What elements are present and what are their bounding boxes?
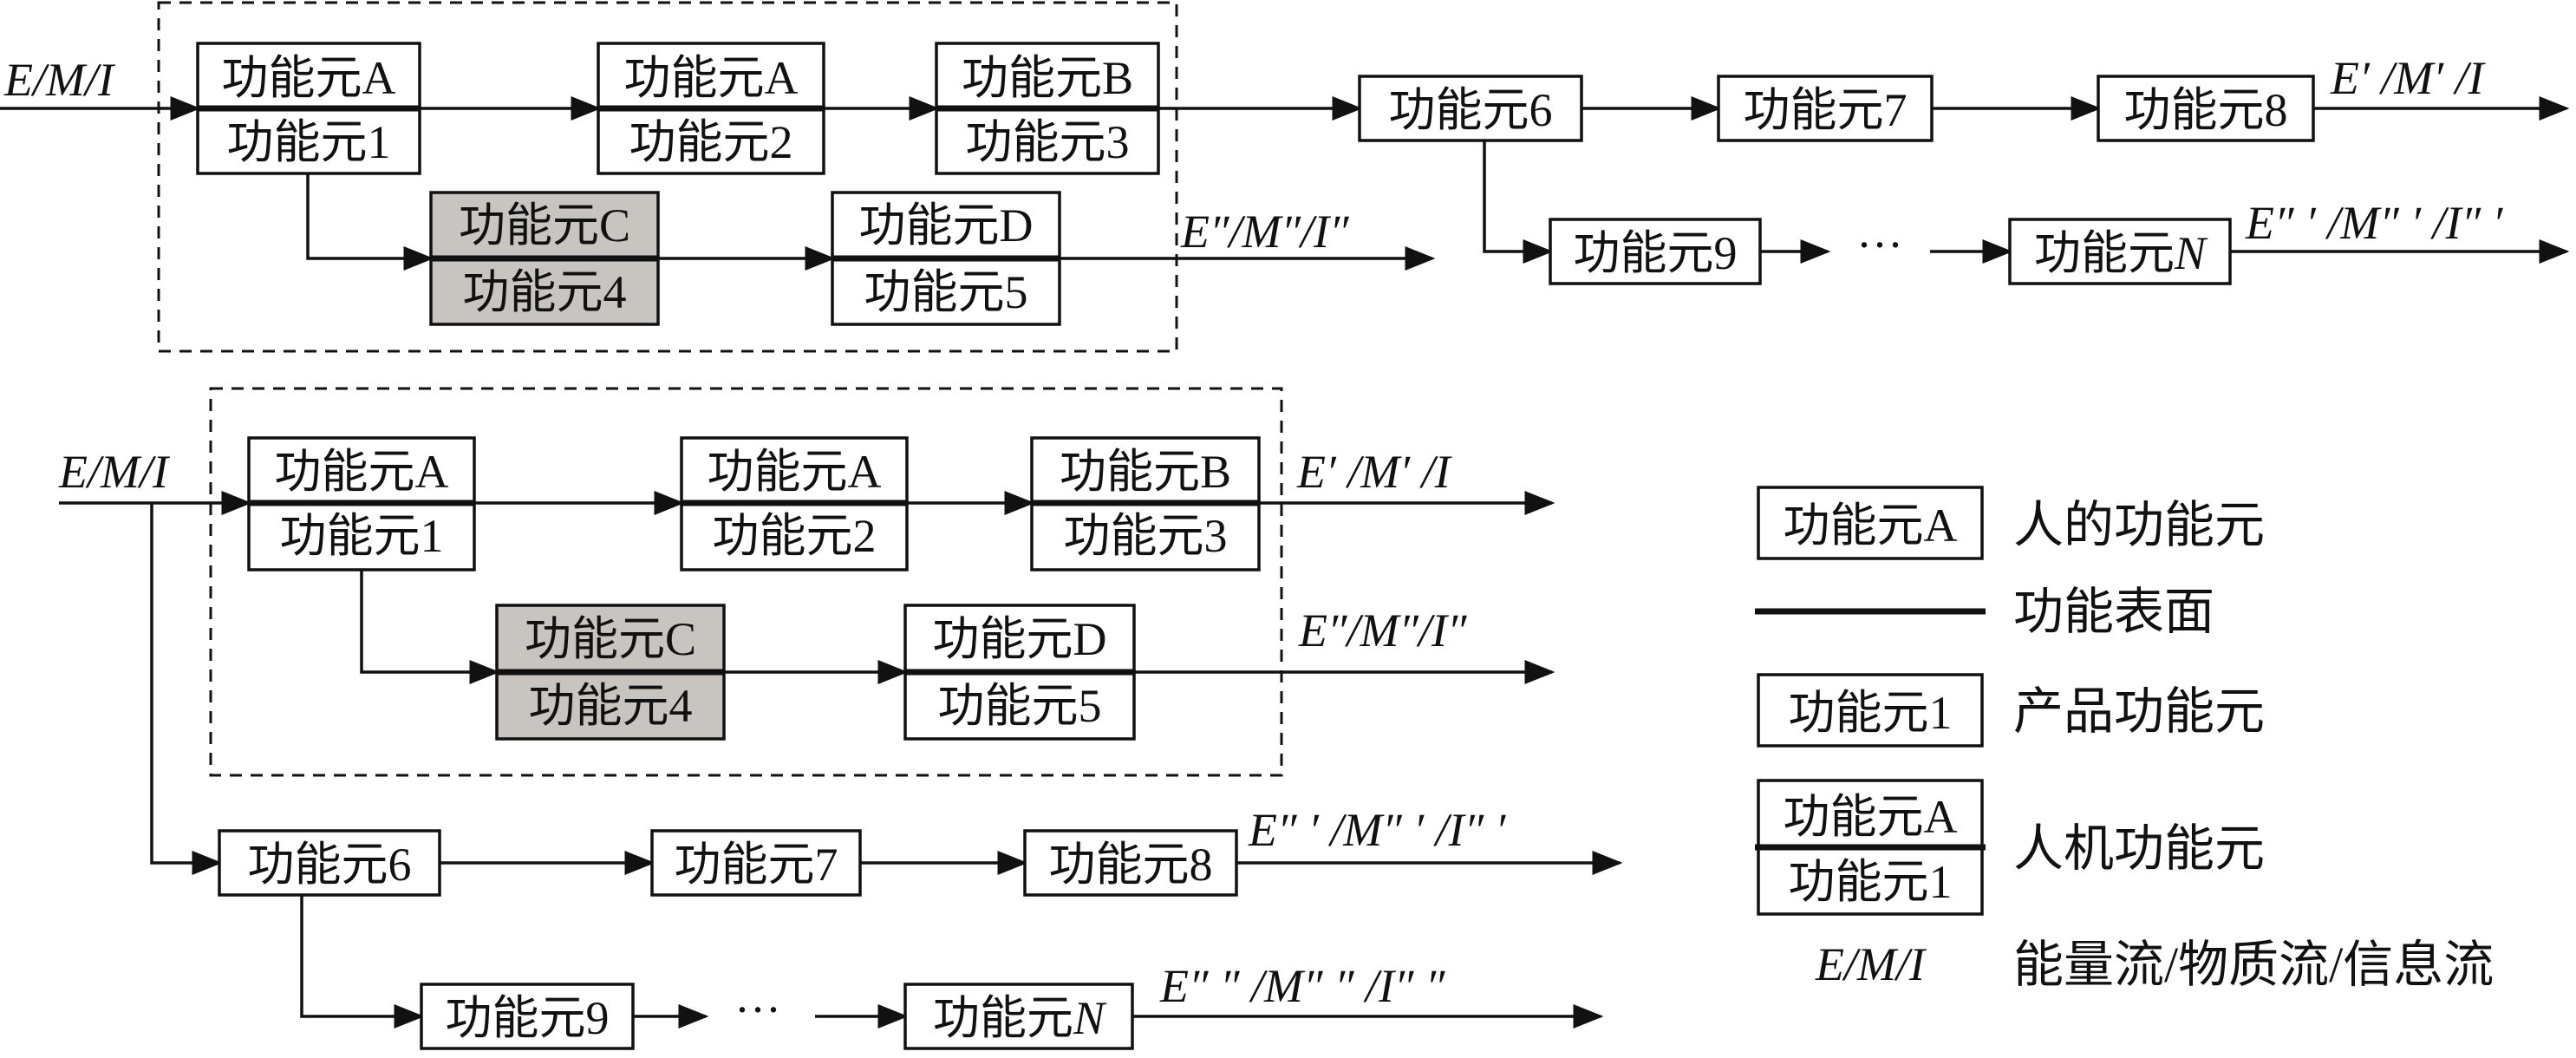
node-label: 功能元A <box>708 446 882 498</box>
top-hm-node-A1: 功能元A 功能元1 <box>196 42 421 175</box>
bottom-node-6: 功能元6 <box>218 829 441 897</box>
node-label: 功能元B <box>1060 446 1231 498</box>
legend-product-desc: 产品功能元 <box>2013 683 2265 740</box>
top-node-9: 功能元9 <box>1549 218 1762 285</box>
bottom-ellipsis: ··· <box>734 983 781 1035</box>
bottom-output-4-label: E″ ″ /M″ ″ /I″ ″ <box>1159 960 1445 1012</box>
bottom-input-label: E/M/I <box>58 446 171 498</box>
node-label: 功能元5 <box>938 680 1102 732</box>
bottom-hm-node-D5: 功能元D 功能元5 <box>903 604 1136 741</box>
legend-flow-desc: 能量流/物质流/信息流 <box>2013 937 2494 993</box>
top-boundary <box>157 1 1178 353</box>
top-diagram: E/M/I 功能元A 功能元1 功能元A 功能元2 功能元B 功能元3 <box>0 1 2570 353</box>
bottom-hm-node-A1: 功能元A 功能元1 <box>247 436 476 571</box>
node-label: 功能元C <box>459 199 630 251</box>
node-label: 功能元7 <box>675 839 838 891</box>
bottom-diagram: E/M/I 功能元A 功能元1 功能元A 功能元2 功能元B 功能元3 E′ /… <box>58 387 1623 1050</box>
node-label: 功能元C <box>525 613 696 665</box>
bottom-hm-node-C4: 功能元C 功能元4 <box>495 604 726 741</box>
legend-product-box-label: 功能元1 <box>1789 687 1953 739</box>
top-node-7: 功能元7 <box>1717 75 1934 142</box>
top-hm-node-D5: 功能元D 功能元5 <box>831 191 1061 326</box>
node-label: 功能元N <box>2034 227 2208 279</box>
legend-hm-desc: 人机功能元 <box>2013 820 2265 877</box>
legend-surface-desc: 功能表面 <box>2013 584 2214 640</box>
node-label: 功能元4 <box>463 266 627 318</box>
top-node-N: 功能元N <box>2008 218 2232 285</box>
legend-surface-item: 功能表面 <box>1755 584 2214 640</box>
top-output-3-label: E″ ′ /M″ ′ /I″ ′ <box>2245 197 2504 249</box>
bottom-node-9: 功能元9 <box>420 983 635 1050</box>
legend: 功能元A 人的功能元 功能表面 功能元1 产品功能元 功能元A 功能元1 人机功… <box>1755 486 2494 993</box>
top-output-1-label: E′ /M′ /I <box>2330 52 2487 104</box>
node-label: 功能元1 <box>227 116 391 168</box>
node-label: 功能元5 <box>864 266 1028 318</box>
legend-hm-top-label: 功能元A <box>1784 791 1958 843</box>
node-label: 功能元9 <box>446 992 610 1044</box>
top-ellipsis: ··· <box>1856 219 1903 271</box>
node-label: 功能元D <box>933 613 1107 665</box>
node-label: 功能元9 <box>1574 227 1738 279</box>
node-label: 功能元6 <box>248 839 412 891</box>
node-label: 功能元1 <box>280 510 444 562</box>
bottom-output-1-label: E′ /M′ /I <box>1296 446 1453 498</box>
legend-flow-item: E/M/I 能量流/物质流/信息流 <box>1815 937 2494 993</box>
top-node-6: 功能元6 <box>1358 75 1583 142</box>
legend-human-box-label: 功能元A <box>1784 500 1958 552</box>
legend-product-item: 功能元1 产品功能元 <box>1757 673 2265 748</box>
bottom-output-3-label: E″ ′ /M″ ′ /I″ ′ <box>1248 804 1507 856</box>
node-label: 功能元3 <box>966 116 1130 168</box>
legend-hm-bottom-label: 功能元1 <box>1789 856 1953 908</box>
top-input-label: E/M/I <box>3 54 116 106</box>
top-hm-node-C4: 功能元C 功能元4 <box>429 191 660 326</box>
legend-flow-label: E/M/I <box>1815 938 1927 990</box>
node-label: 功能元2 <box>713 510 877 562</box>
top-hm-node-B3: 功能元B 功能元3 <box>935 42 1160 175</box>
node-label: 功能元4 <box>529 680 693 732</box>
top-output-2-label: E″/M″/I″ <box>1180 206 1349 258</box>
node-label: 功能元D <box>859 199 1034 251</box>
bottom-output-2-label: E″/M″/I″ <box>1298 604 1467 656</box>
node-label: 功能元A <box>222 52 396 104</box>
bottom-node-7: 功能元7 <box>650 829 862 897</box>
legend-human-item: 功能元A 人的功能元 <box>1757 486 2265 560</box>
node-label: 功能元A <box>275 446 449 498</box>
bottom-node-N: 功能元N <box>903 983 1134 1050</box>
top-hm-node-A2: 功能元A 功能元2 <box>597 42 825 175</box>
node-label: 功能元8 <box>2124 84 2288 136</box>
node-label: 功能元B <box>962 52 1133 104</box>
bottom-node-8: 功能元8 <box>1023 829 1238 897</box>
legend-hm-item: 功能元A 功能元1 人机功能元 <box>1755 779 2265 916</box>
legend-human-desc: 人的功能元 <box>2013 497 2265 553</box>
node-label: 功能元A <box>624 52 799 104</box>
node-label: 功能元8 <box>1049 839 1213 891</box>
top-node-8: 功能元8 <box>2097 75 2315 142</box>
bottom-hm-node-A2: 功能元A 功能元2 <box>680 436 909 571</box>
node-label: 功能元7 <box>1744 84 1908 136</box>
node-label: 功能元2 <box>629 116 793 168</box>
node-label: 功能元N <box>933 992 1107 1044</box>
node-label: 功能元3 <box>1064 510 1228 562</box>
bottom-hm-node-B3: 功能元B 功能元3 <box>1030 436 1261 571</box>
node-label: 功能元6 <box>1389 84 1553 136</box>
